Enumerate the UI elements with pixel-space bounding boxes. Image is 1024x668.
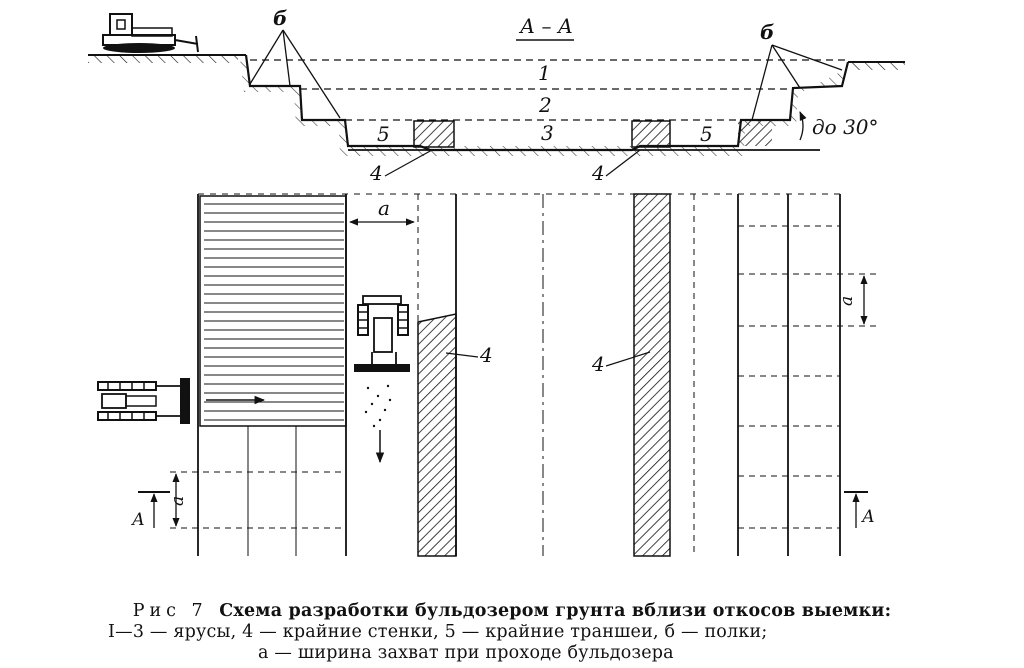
wall-section-leader-left [384, 149, 433, 177]
shelf-label-left: б [273, 6, 287, 30]
trench-label-left: 5 [377, 122, 390, 146]
section-view: А – А 1 2 3 5 5 б б [88, 6, 905, 185]
shelf-leader-right-2 [771, 44, 801, 89]
caption-line-2: I—3 — ярусы, 4 — крайние стенки, 5 — кра… [108, 622, 768, 642]
tier-label-2: 2 [538, 93, 552, 117]
figure-number: Рис 7 [132, 601, 208, 621]
shelf-leader-left-3 [282, 29, 341, 119]
caption-line-3: а — ширина захват при проходе бульдозера [258, 643, 674, 663]
excavation-diagram: А – А 1 2 3 5 5 б б [88, 6, 905, 557]
ground-right-hatch [850, 63, 905, 70]
wall-plan-leader-left [445, 352, 479, 358]
plan-view: а а а А А 4 4 [97, 193, 880, 557]
ground-left-hatch [88, 56, 238, 63]
shelf-leader-right-3 [771, 44, 843, 71]
shelf-label-right: б [760, 20, 774, 44]
shelf-hatch-right [738, 121, 772, 146]
trench-label-right: 5 [700, 122, 713, 146]
shelf-leader-right-1 [751, 44, 773, 121]
shelf-leader-left-1 [249, 29, 284, 85]
wall-plan-right [633, 193, 671, 557]
figure-title: Схема разработки бульдозером грунта вбли… [219, 601, 892, 621]
worked-strips [199, 195, 347, 427]
tier-label-3: 3 [541, 121, 554, 145]
angle-label: до 30° [812, 115, 879, 139]
bulldozer-plan-icon [354, 295, 410, 372]
wall-plan-leader-right [605, 351, 651, 367]
section-mark-right-label: А [861, 507, 875, 527]
dim-a-top-label: а [378, 196, 390, 220]
tier-label-1: 1 [538, 61, 551, 85]
dim-a-left-label: а [168, 496, 188, 506]
shelf-leader-left-2 [282, 29, 291, 87]
dim-a-right-label: а [837, 296, 857, 306]
wall-section-leader-right [605, 149, 641, 177]
wall-section-label-left: 4 [369, 161, 383, 185]
soil-spill-dots [364, 384, 392, 428]
wall-plan-label-left: 4 [479, 343, 493, 367]
wall-section-left [413, 120, 455, 148]
section-mark-left-label: А [131, 510, 145, 530]
wall-plan-label-right: 4 [591, 352, 605, 376]
bulldozer-section-icon [102, 13, 199, 53]
caption-line-1: Рис 7 Схема разработки бульдозером грунт… [0, 601, 1024, 621]
wall-section-label-right: 4 [591, 161, 605, 185]
wall-section-right [631, 120, 671, 148]
wall-plan-left [417, 313, 457, 557]
bulldozer-side-icon [97, 378, 190, 424]
section-title: А – А [518, 14, 573, 38]
angle-arc [799, 111, 807, 141]
